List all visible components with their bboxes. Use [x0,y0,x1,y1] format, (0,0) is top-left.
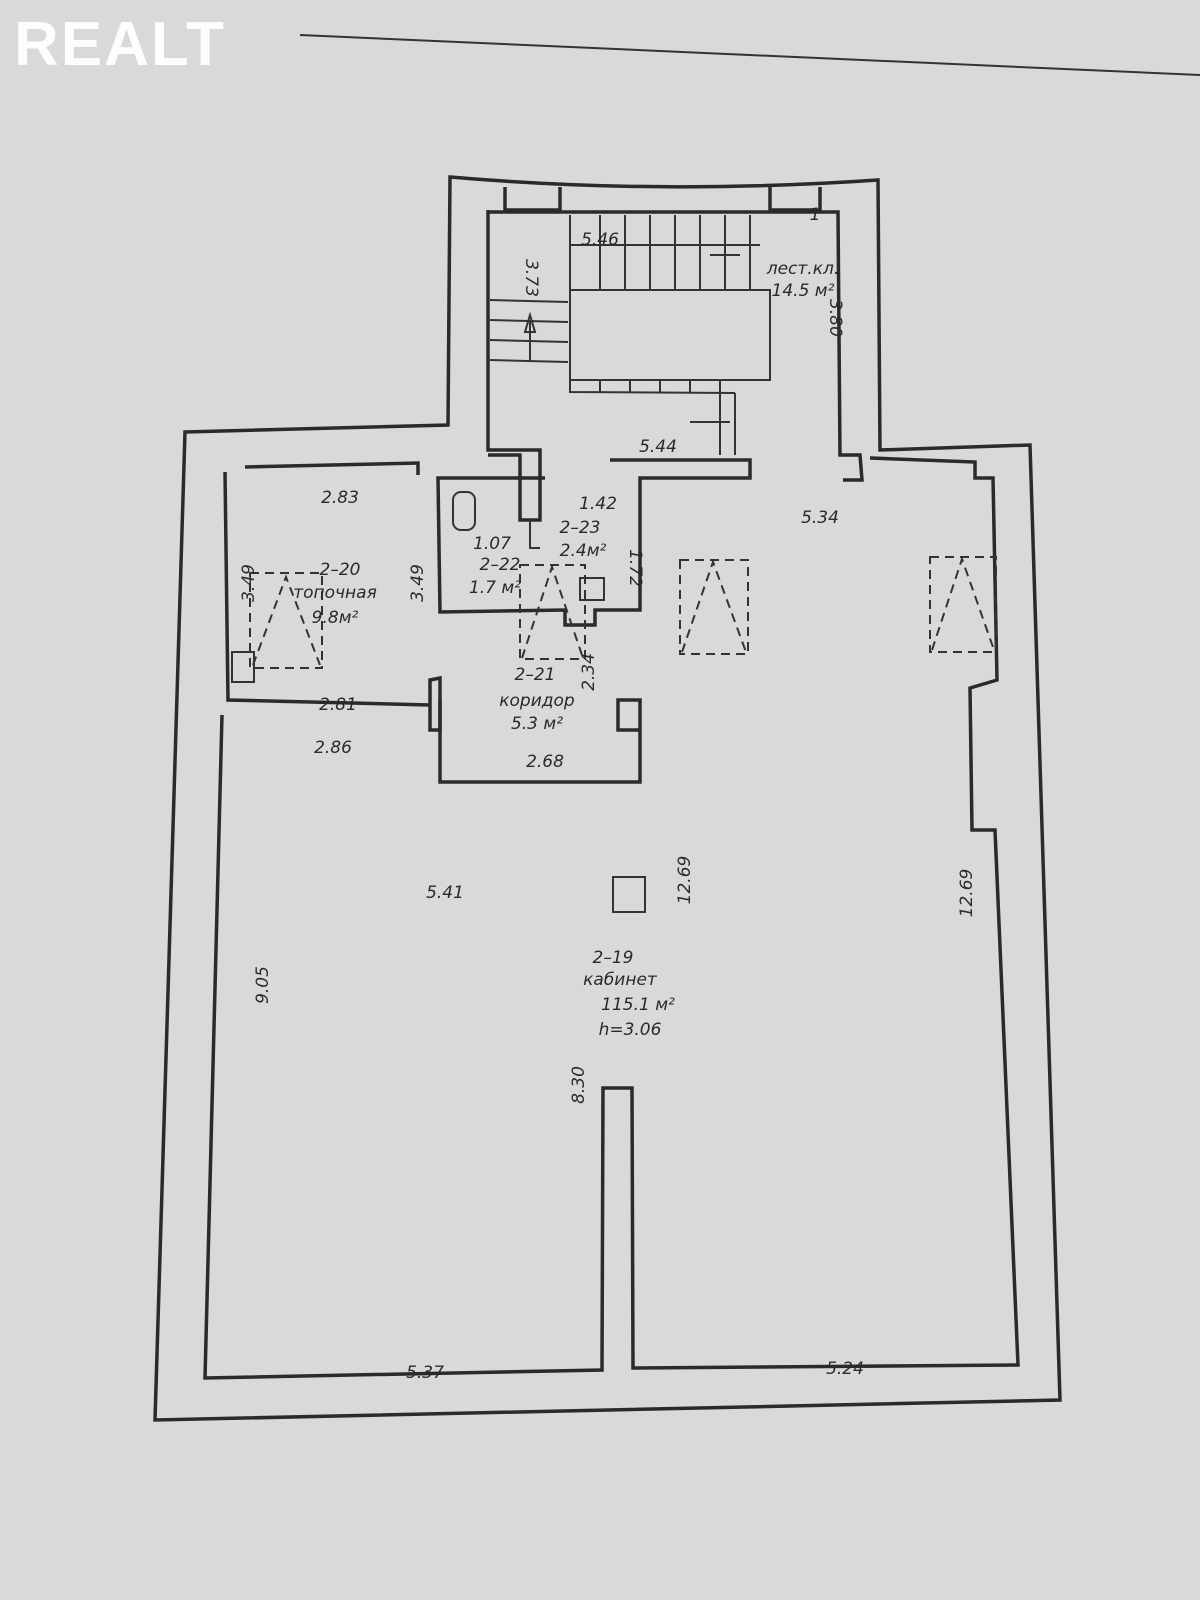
dim-label: 3.49 [408,564,428,602]
room-stair-labels: 5.46 1 лест.кл. 14.5 м² 3.73 3.80 5.44 [521,205,845,457]
dim-label: 2.83 [321,488,359,508]
skylight-icon [929,556,997,653]
dim-label: 8.30 [569,1066,589,1104]
sink-icon [579,577,605,601]
dim-label: 3.73 [521,259,541,297]
dim-label: 2.86 [314,738,352,758]
dim-label: 12.69 [675,856,695,905]
skylights [249,555,997,669]
room-area: 1.7 м² [469,578,521,598]
column-icon [612,876,646,913]
room-2-22-labels: 1.07 2–22 1.7 м² [469,534,521,598]
toilet-icon [452,491,476,531]
room-area: 5.3 м² [511,714,563,734]
room-height: h=3.06 [599,1020,662,1040]
dim-label: 5.37 [406,1363,444,1383]
dim-label: 12.69 [957,869,977,918]
room-area: 9.8м² [312,608,359,628]
boiler-icon [231,651,255,683]
room-name: кабинет [583,970,658,990]
dim-label: 5.44 [639,437,677,457]
room-name: топочная [293,583,377,603]
dim-label: 2.68 [526,752,564,772]
room-area: 2.4м² [560,541,607,561]
dim-label: 2.81 [319,695,357,715]
dim-label: 5.24 [826,1359,864,1379]
room-2-19-labels: 2.86 5.41 12.69 12.69 9.05 8.30 5.37 5.2… [253,508,977,1383]
room-number: 2–20 [320,560,361,580]
skylight-icon [249,572,323,669]
dim-label: 1.72 [625,549,645,587]
skylight-icon [519,564,586,660]
room-number: 2–21 [515,665,556,685]
skylight-icon [679,559,749,655]
paper-edge [299,34,1200,76]
room-name: лест.кл. [766,259,840,279]
room-area: 115.1 м² [601,995,675,1015]
room-area: 14.5 м² [772,281,835,301]
dim-label: 5.46 [581,230,619,250]
fixtures [231,491,646,913]
dim-label: 3.49 [239,564,259,602]
stair-tower-walls [436,187,864,627]
dim-label: 2.34 [579,653,599,691]
dim-label: 5.41 [426,883,464,903]
room-number: 2–23 [560,518,601,538]
outer-walls [153,175,1062,1422]
room-number: 2–19 [593,948,634,968]
room-2-23-labels: 1.42 2–23 2.4м² 1.72 [560,494,645,587]
room-2-21-labels: 2–21 коридор 5.3 м² 2.34 2.68 [499,653,599,772]
dim-label: 3.80 [825,299,845,337]
dim-label: 9.05 [253,966,273,1004]
dim-label: 1.07 [473,534,511,554]
realt-watermark-logo: REALT [14,10,227,79]
room-2-20-labels: 2.83 3.49 3.49 2–20 топочная 9.8м² 2.81 [239,488,428,715]
room-number: 1 [810,205,821,225]
dim-label: 1.42 [579,494,617,514]
dim-label: 5.34 [801,508,839,528]
room-name: коридор [499,691,575,711]
room-number: 2–22 [480,555,521,575]
